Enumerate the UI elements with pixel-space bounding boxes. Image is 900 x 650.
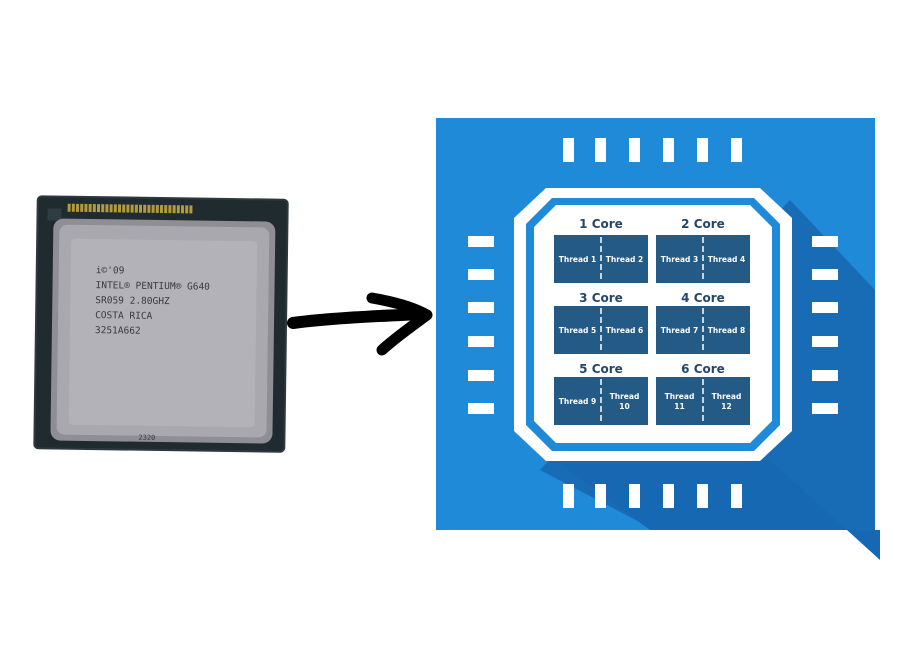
chip-pin bbox=[812, 336, 838, 347]
core-label: 1 Core bbox=[579, 217, 623, 231]
core-label: 5 Core bbox=[579, 362, 623, 376]
thread-label: Thread 1 bbox=[559, 255, 597, 264]
contact-pad bbox=[101, 204, 105, 213]
contact-pad bbox=[159, 204, 164, 214]
contact-pad bbox=[117, 204, 122, 213]
contact-pad bbox=[130, 204, 134, 213]
chip-pin bbox=[468, 403, 494, 414]
contact-pad bbox=[109, 204, 113, 213]
contact-pad bbox=[96, 204, 101, 213]
cpu-logo-mark: i©'09 bbox=[96, 265, 125, 276]
contact-pad bbox=[143, 204, 147, 213]
thread-label: 12 bbox=[721, 402, 731, 411]
contact-pad bbox=[168, 205, 172, 214]
chip-pin bbox=[663, 484, 674, 508]
thread-label: Thread 7 bbox=[661, 326, 699, 335]
contact-pad bbox=[155, 204, 159, 213]
chip-pin bbox=[697, 138, 708, 162]
contact-pad bbox=[164, 205, 168, 214]
contact-pad bbox=[84, 203, 88, 212]
contact-pad bbox=[172, 205, 176, 214]
contact-pad bbox=[88, 203, 92, 213]
thread-label: Thread 2 bbox=[606, 255, 644, 264]
chip-pin bbox=[468, 370, 494, 381]
chip-pin bbox=[812, 302, 838, 313]
chip-pin bbox=[595, 484, 606, 508]
heat-spreader-face bbox=[68, 238, 258, 428]
contact-pad bbox=[105, 204, 109, 213]
contact-pad bbox=[92, 204, 96, 213]
thread-label: 10 bbox=[619, 402, 629, 411]
chip-pin bbox=[629, 484, 640, 508]
engraving-line: 3251A662 bbox=[95, 325, 141, 337]
chip-pin bbox=[697, 484, 708, 508]
chip-pins bbox=[468, 138, 838, 508]
contact-pad bbox=[176, 205, 180, 214]
thread-label: Thread 4 bbox=[708, 255, 746, 264]
thread-label: Thread bbox=[610, 392, 640, 401]
chip-pin bbox=[812, 236, 838, 247]
engraving-line: COSTA RICA bbox=[95, 310, 153, 322]
core-label: 3 Core bbox=[579, 291, 623, 305]
chip-pin bbox=[468, 336, 494, 347]
contact-pad bbox=[134, 204, 138, 213]
contact-pad bbox=[185, 205, 189, 214]
engraving-line: SR059 2.80GHZ bbox=[95, 295, 170, 307]
thread-label: Thread 5 bbox=[559, 326, 597, 335]
chip-pin bbox=[563, 484, 574, 508]
chip-pin bbox=[731, 138, 742, 162]
cpu-bottom-mark: 2320 bbox=[138, 434, 155, 442]
contact-pad bbox=[180, 205, 185, 214]
chip-pin bbox=[812, 269, 838, 280]
chip-pin bbox=[663, 138, 674, 162]
chip-pin bbox=[812, 370, 838, 381]
contact-pad bbox=[113, 204, 117, 213]
chip-pin bbox=[563, 138, 574, 162]
chip-pin bbox=[595, 138, 606, 162]
core-label: 6 Core bbox=[681, 362, 725, 376]
thread-label: Thread 9 bbox=[559, 397, 597, 406]
contact-pad bbox=[138, 204, 143, 213]
contact-pad bbox=[151, 204, 155, 213]
thread-label: Thread bbox=[712, 392, 742, 401]
contact-pad bbox=[67, 203, 71, 212]
core-label: 2 Core bbox=[681, 217, 725, 231]
thread-label: Thread 3 bbox=[661, 255, 699, 264]
chip-pin bbox=[812, 403, 838, 414]
contact-pad bbox=[122, 204, 126, 213]
contact-pad bbox=[126, 204, 130, 213]
chip-pin bbox=[468, 302, 494, 313]
chip-pin bbox=[468, 236, 494, 247]
thread-label: Thread 6 bbox=[606, 326, 644, 335]
thread-label: Thread bbox=[665, 392, 695, 401]
contact-pad bbox=[147, 204, 151, 213]
engraving-line: INTEL® PENTIUM® G640 bbox=[95, 280, 210, 293]
chip-pin bbox=[468, 269, 494, 280]
chip-pin bbox=[629, 138, 640, 162]
contact-pads bbox=[67, 203, 193, 214]
contact-pad bbox=[80, 203, 84, 212]
cpu-notch bbox=[47, 208, 62, 221]
contact-pad bbox=[71, 203, 75, 212]
contact-pad bbox=[189, 205, 193, 214]
chip-pin bbox=[731, 484, 742, 508]
contact-pad bbox=[75, 203, 80, 212]
thread-label: 11 bbox=[674, 402, 684, 411]
core-label: 4 Core bbox=[681, 291, 725, 305]
thread-label: Thread 8 bbox=[708, 326, 746, 335]
